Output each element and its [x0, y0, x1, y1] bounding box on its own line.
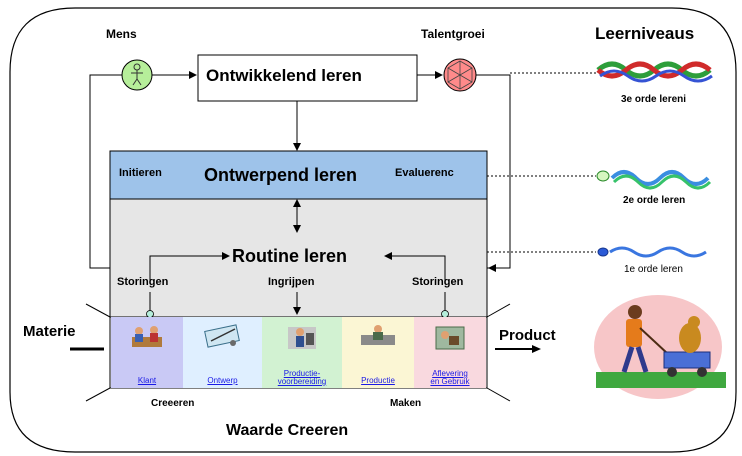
factory-worker-clipart-icon [361, 325, 395, 345]
engineer-clipart-icon [288, 327, 316, 349]
phase-label-productie: Productie [361, 376, 395, 385]
ingrijpen-label: Ingrijpen [268, 276, 315, 288]
maken-label: Maken [390, 398, 422, 409]
phase-ontwerp: Ontwerp [183, 317, 262, 388]
outer-frame [9, 7, 737, 453]
storingen-left-label: Storingen [117, 276, 169, 288]
ontwerpend-label: Ontwerpend leren [204, 165, 358, 185]
phase-label-productievoorbereiding: Productie-voorbereiding [277, 369, 327, 386]
second-order-label: 2e orde leren [623, 195, 686, 206]
delivery-clipart-icon [435, 326, 465, 350]
drafting-clipart-icon [203, 324, 240, 348]
talentgroei-label: Talentgroei [421, 27, 485, 41]
mens-label: Mens [106, 27, 137, 41]
dna-helix-icon [596, 61, 713, 83]
first-order-label: 1e orde leren [624, 264, 683, 275]
product-label: Product [499, 327, 556, 344]
phase-productievoorbereiding: Productie-voorbereiding [262, 317, 342, 388]
phase-label-ontwerp: Ontwerp [207, 376, 238, 385]
lawnmower-illustration [594, 295, 726, 399]
materie-label: Materie [23, 323, 76, 340]
phase-klant: Klant [111, 317, 183, 388]
ontwikkelend-box [197, 54, 418, 102]
creeeren-label: Creeeren [151, 398, 195, 409]
phase-productie: Productie [342, 317, 414, 388]
ontwikkelend-label: Ontwikkelend leren [206, 66, 362, 85]
storingen-right-label: Storingen [412, 276, 464, 288]
routine-panel [109, 198, 488, 318]
person-icon [131, 63, 143, 86]
meeting-clipart-icon [132, 326, 162, 347]
double-wave-icon [596, 170, 712, 190]
single-wave-icon [597, 246, 707, 258]
initieren-label: Initieren [119, 167, 162, 179]
waarde-creeren-title: Waarde Creeren [226, 422, 349, 439]
network-icon [447, 60, 473, 90]
third-order-label: 3e orde lereni [621, 94, 687, 105]
phase-label-klant: Klant [137, 376, 157, 385]
routine-label: Routine leren [232, 246, 348, 266]
evaluerenc-label: Evaluerenc [395, 167, 454, 179]
leerniveaus-title: Leerniveaus [595, 24, 695, 43]
